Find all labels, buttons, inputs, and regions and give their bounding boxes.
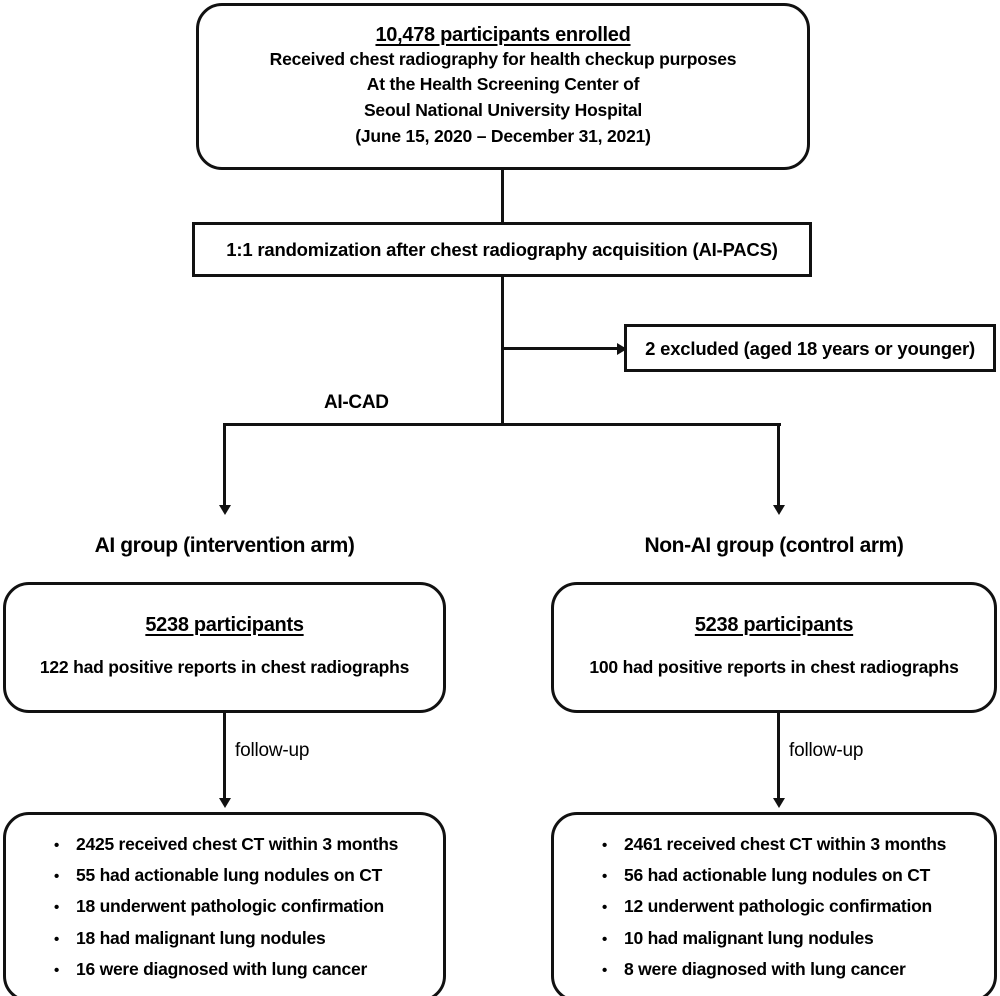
non-ai-participants-headline: 5238 participants — [694, 614, 854, 637]
arm-header-non-ai: Non-AI group (control arm) — [644, 534, 904, 557]
list-item: • 8 were diagnosed with lung cancer — [602, 954, 906, 985]
non-ai-followup-label: follow-up — [789, 740, 864, 761]
ai-outcome-3: 18 underwent pathologic confirmation — [76, 896, 384, 917]
ai-followup-label: follow-up — [235, 740, 310, 761]
randomization-text: 1:1 randomization after chest radiograph… — [226, 239, 778, 260]
connector-right-arm — [777, 423, 780, 509]
ai-followup-arrowhead-icon — [218, 798, 231, 808]
bullet-icon: • — [602, 899, 608, 917]
list-item: • 56 had actionable lung nodules on CT — [602, 860, 930, 891]
non-ai-outcome-3: 12 underwent pathologic confirmation — [624, 896, 932, 917]
bullet-icon: • — [54, 837, 60, 855]
ai-outcomes-box: • 2425 received chest CT within 3 months… — [3, 812, 446, 996]
list-item: • 18 underwent pathologic confirmation — [54, 891, 384, 922]
bullet-icon: • — [602, 930, 608, 948]
bullet-icon: • — [602, 868, 608, 886]
connector-branch-bar — [224, 423, 781, 426]
exclusion-text: 2 excluded (aged 18 years or younger) — [645, 337, 975, 359]
exclusion-arrowhead-icon — [617, 342, 627, 355]
list-item: • 10 had malignant lung nodules — [602, 923, 874, 954]
bullet-icon: • — [54, 930, 60, 948]
non-ai-outcome-4: 10 had malignant lung nodules — [624, 927, 874, 948]
connector-exclusion-branch — [501, 347, 625, 350]
non-ai-participants-box: 5238 participants 100 had positive repor… — [551, 582, 997, 713]
bullet-icon: • — [602, 837, 608, 855]
list-item: • 18 had malignant lung nodules — [54, 923, 326, 954]
connector-ai-followup — [223, 713, 226, 802]
list-item: • 16 were diagnosed with lung cancer — [54, 954, 367, 985]
randomization-box: 1:1 randomization after chest radiograph… — [192, 222, 812, 277]
bullet-icon: • — [602, 961, 608, 979]
left-arm-arrowhead-icon — [218, 505, 231, 515]
connector-non-ai-followup — [777, 713, 780, 802]
non-ai-outcome-2: 56 had actionable lung nodules on CT — [624, 865, 931, 886]
arm-header-ai: AI group (intervention arm) — [94, 534, 355, 557]
ai-participants-box: 5238 participants 122 had positive repor… — [3, 582, 446, 713]
ai-participants-headline: 5238 participants — [145, 614, 304, 637]
non-ai-followup-arrowhead-icon — [772, 798, 785, 808]
bullet-icon: • — [54, 899, 60, 917]
bullet-icon: • — [54, 868, 60, 886]
ai-outcome-2: 55 had actionable lung nodules on CT — [76, 865, 383, 886]
enrollment-headline: 10,478 participants enrolled — [375, 23, 631, 46]
right-arm-arrowhead-icon — [772, 505, 785, 515]
ai-outcome-4: 18 had malignant lung nodules — [76, 927, 326, 948]
non-ai-participants-detail: 100 had positive reports in chest radiog… — [589, 657, 959, 678]
ai-participants-detail: 122 had positive reports in chest radiog… — [39, 657, 410, 678]
ai-outcome-1: 2425 received chest CT within 3 months — [76, 834, 399, 855]
non-ai-outcome-5: 8 were diagnosed with lung cancer — [624, 958, 906, 979]
list-item: • 2425 received chest CT within 3 months — [54, 829, 398, 860]
enrollment-line-3: Seoul National University Hospital — [363, 100, 643, 120]
connector-enrollment-to-randomization — [501, 170, 504, 222]
enrollment-line-4: (June 15, 2020 – December 31, 2021) — [355, 125, 651, 146]
list-item: • 2461 received chest CT within 3 months — [602, 829, 946, 860]
connector-randomization-spine — [501, 277, 504, 424]
list-item: • 12 underwent pathologic confirmation — [602, 891, 932, 922]
bullet-icon: • — [54, 961, 60, 979]
enrollment-line-1: Received chest radiography for health ch… — [269, 48, 737, 69]
exclusion-box: 2 excluded (aged 18 years or younger) — [624, 324, 996, 372]
enrollment-line-2: At the Health Screening Center of — [366, 74, 640, 95]
list-item: • 55 had actionable lung nodules on CT — [54, 860, 382, 891]
non-ai-outcomes-box: • 2461 received chest CT within 3 months… — [551, 812, 997, 996]
ai-outcome-5: 16 were diagnosed with lung cancer — [76, 958, 368, 979]
enrollment-box: 10,478 participants enrolled Received ch… — [196, 3, 810, 170]
branch-label-ai-cad: AI-CAD — [324, 392, 389, 413]
connector-left-arm — [223, 423, 226, 509]
non-ai-outcome-1: 2461 received chest CT within 3 months — [624, 834, 947, 855]
